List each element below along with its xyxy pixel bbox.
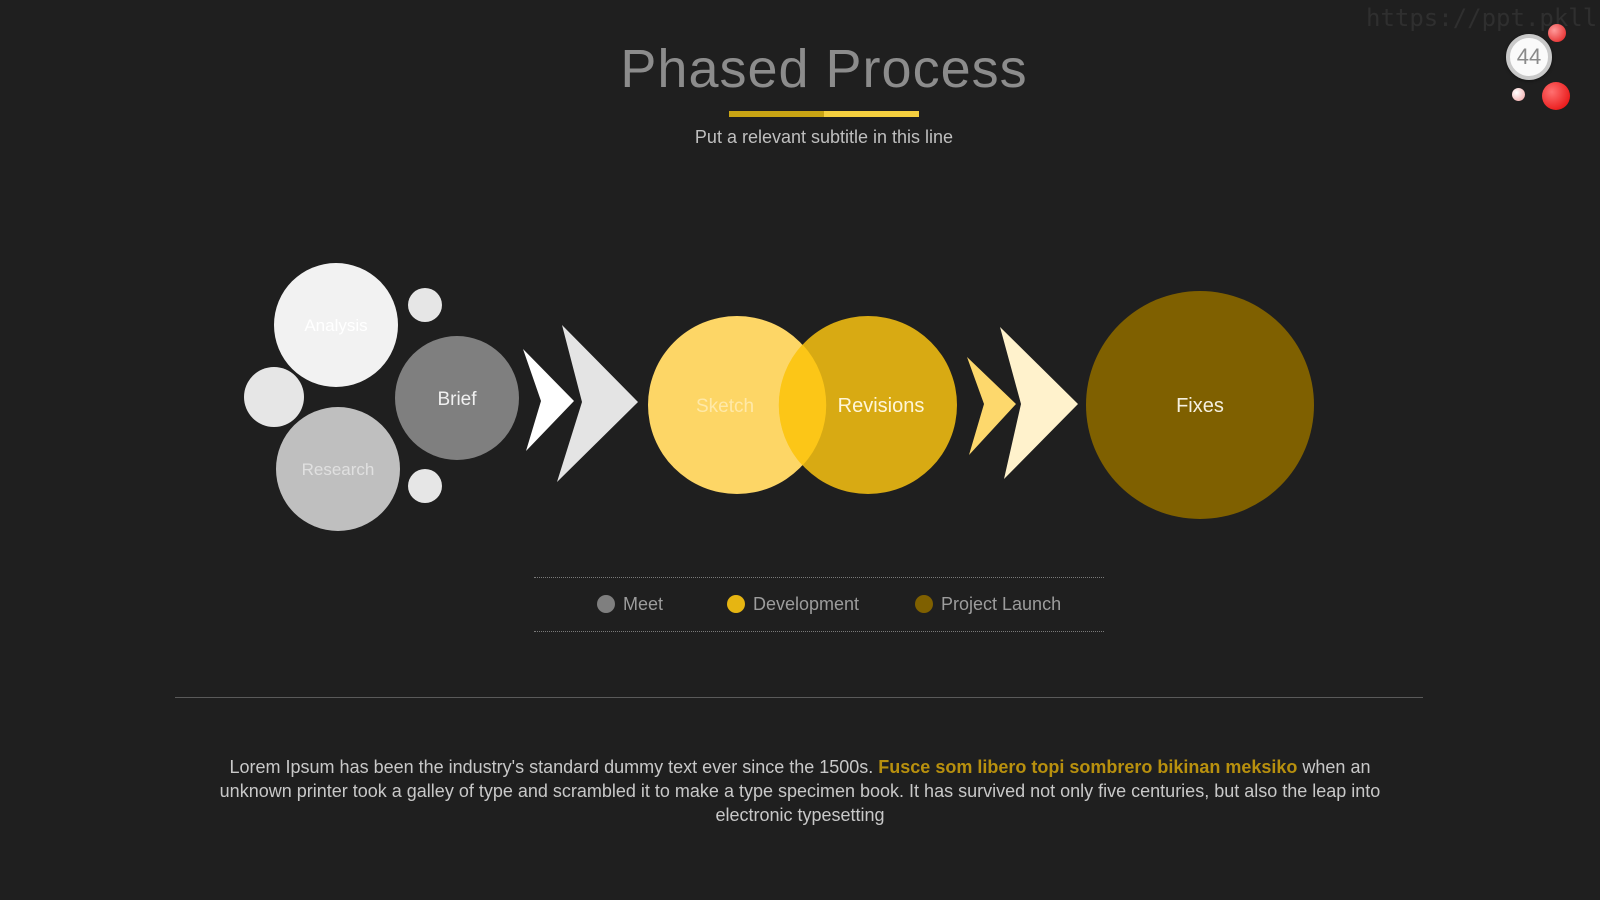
sketch-label: Sketch	[696, 396, 754, 417]
revisions-circle	[779, 316, 957, 494]
analysis-label: Analysis	[304, 316, 367, 335]
small-bubble-top	[408, 288, 442, 322]
legend-bottom-rule	[534, 631, 1104, 632]
page-subtitle: Put a relevant subtitle in this line	[694, 127, 954, 147]
title-underline-left	[729, 111, 824, 117]
sketch-circle	[648, 316, 826, 494]
chevron-small-white-icon	[523, 349, 574, 451]
body-text-part1: Lorem Ipsum has been the industry's stan…	[229, 757, 879, 777]
slide-number: 44	[1516, 44, 1542, 69]
page-title: Phased Process	[620, 39, 1028, 99]
fixes-label: Fixes	[1176, 395, 1224, 417]
decor-dot-red-small	[1548, 24, 1566, 42]
slide-number-badge: 44	[1496, 20, 1596, 120]
legend-dot-development	[727, 595, 745, 613]
section-divider	[175, 697, 1423, 698]
legend-dot-project-launch	[915, 595, 933, 613]
body-text-highlight: Fusce som libero topi sombrero bikinan m…	[878, 757, 1298, 777]
slide-number-ring	[1506, 34, 1552, 80]
title-underline-right	[824, 111, 919, 117]
small-bubble-bottom	[408, 469, 442, 503]
legend-dot-meet	[597, 595, 615, 613]
chevron-large-cream-icon	[1000, 327, 1078, 479]
venn-overlap	[778, 344, 827, 466]
research-circle	[276, 407, 400, 531]
revisions-label: Revisions	[838, 395, 925, 417]
decor-dot-pink	[1512, 88, 1525, 101]
legend-top-rule	[534, 577, 1104, 578]
fixes-circle	[1086, 291, 1314, 519]
body-paragraph: Lorem Ipsum has been the industry's stan…	[210, 755, 1390, 827]
legend-label-meet: Meet	[623, 594, 664, 614]
body-text-part2: when an unknown printer took a galley of…	[219, 757, 1381, 825]
legend-label-project-launch: Project Launch	[941, 594, 1062, 614]
analysis-circle	[274, 263, 398, 387]
chevron-large-light-icon	[557, 325, 638, 482]
decor-dot-red-large	[1542, 82, 1570, 110]
brief-label: Brief	[437, 389, 477, 410]
brief-circle	[395, 336, 519, 460]
research-label: Research	[302, 460, 375, 479]
legend-label-development: Development	[753, 594, 860, 614]
chevron-small-gold-icon	[967, 357, 1016, 455]
small-bubble-left	[244, 367, 304, 427]
